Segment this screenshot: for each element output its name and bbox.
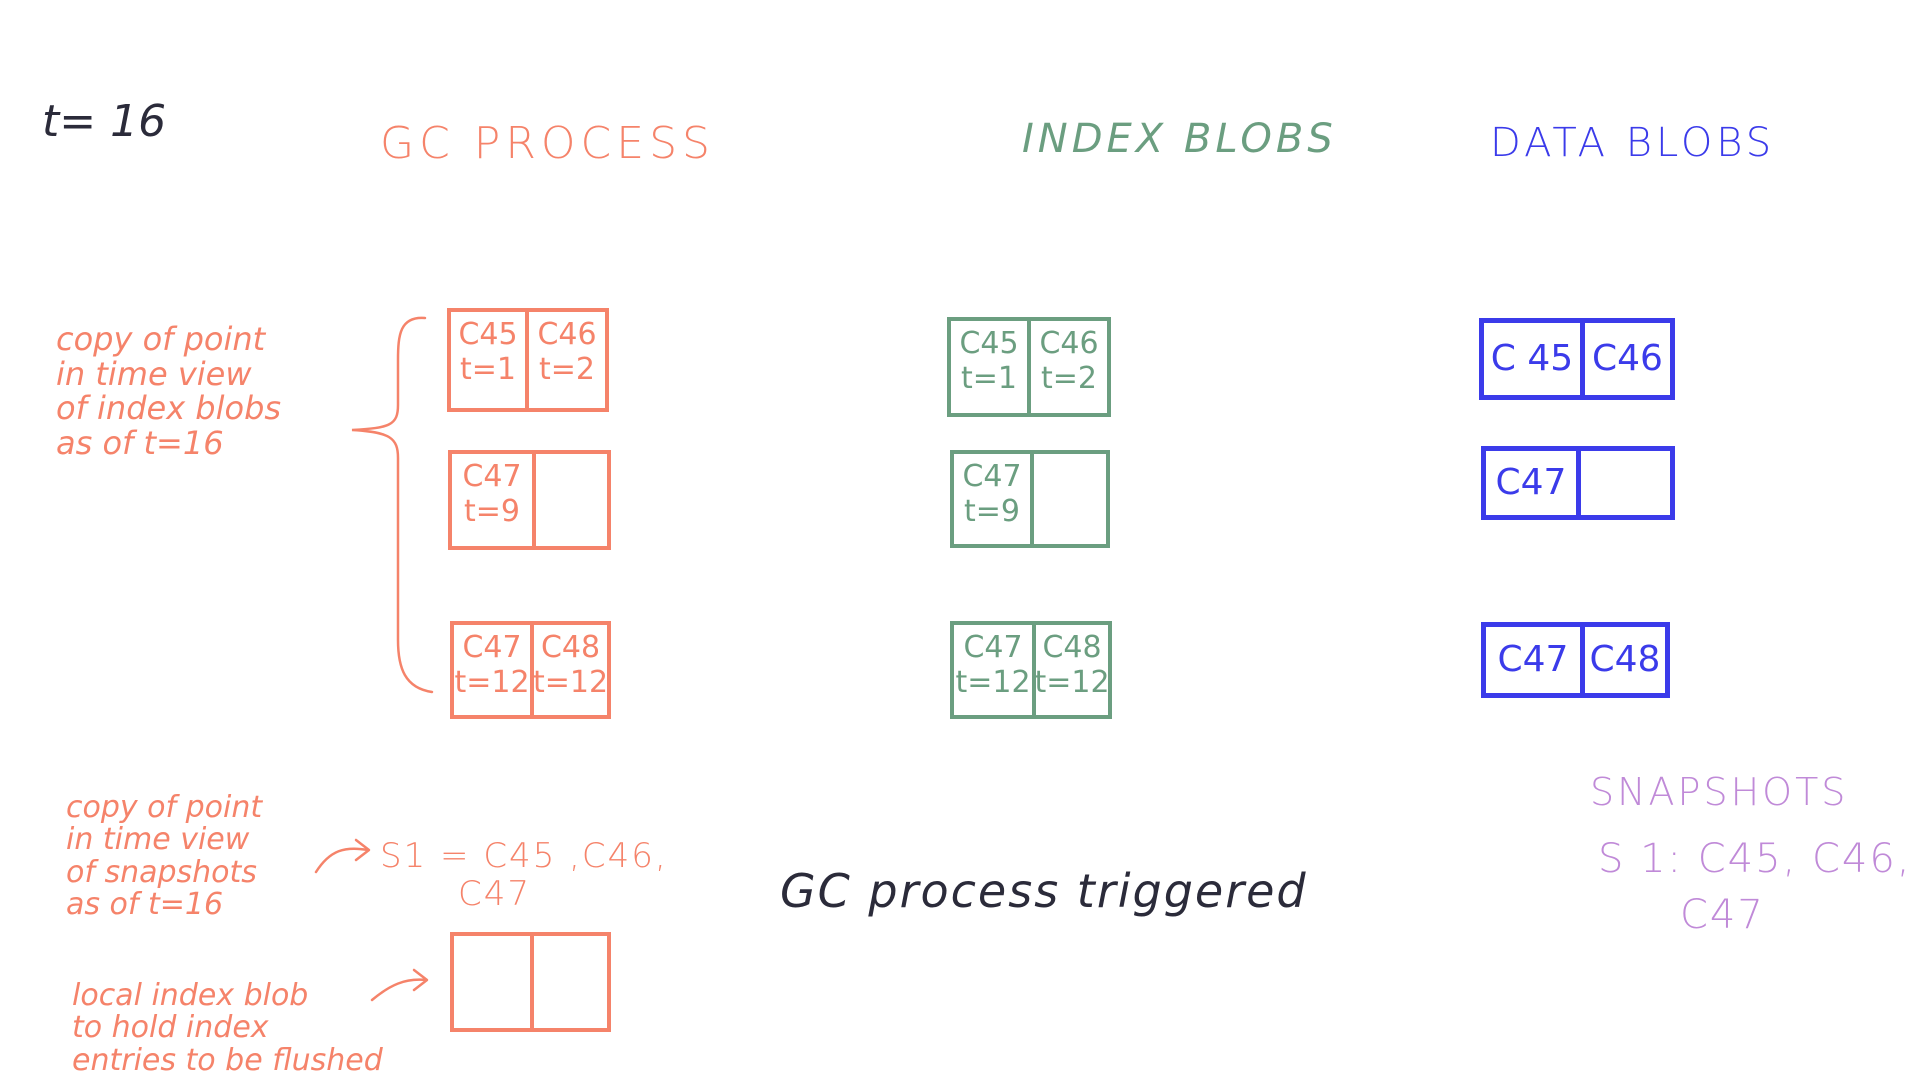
gc-blob-3: C47 t=12 C48 t=12 — [450, 621, 611, 719]
center-caption: GC process triggered — [780, 864, 1308, 918]
gc-blob-3-left: C47 t=12 — [454, 625, 530, 715]
index-blob-1-divider — [1027, 321, 1031, 413]
header-index-blobs: INDEX BLOBS — [1022, 116, 1337, 162]
gc-blob-1-right: C46 t=2 — [529, 312, 605, 408]
data-blob-3-right: C48 — [1585, 627, 1665, 693]
arrow-to-snapshot-copy — [314, 847, 370, 874]
snapshots-line1: S 1: C45, C46, — [1598, 836, 1912, 882]
gc-blob-3-left-t: t=12 — [454, 664, 530, 700]
gc-snapshot-copy-line1: S1 = C45 ,C46, — [380, 836, 668, 876]
gc-blob-2-left-t: t=9 — [464, 493, 520, 529]
index-blob-1-left: C45 t=1 — [951, 321, 1027, 413]
data-blob-1: C 45 C46 — [1479, 318, 1675, 400]
gc-blob-3-right-t: t=12 — [532, 664, 609, 700]
gc-blob-1-right-t: t=2 — [539, 351, 595, 387]
gc-blob-1: C45 t=1 C46 t=2 — [447, 308, 609, 412]
snapshots-title: SNAPSHOTS — [1590, 770, 1849, 814]
index-blob-1-left-t: t=1 — [961, 360, 1017, 396]
index-blob-3: C47 t=12 C48 t=12 — [950, 621, 1112, 719]
data-blob-3-left-id: C47 — [1497, 639, 1569, 681]
gc-blob-3-left-id: C47 — [462, 630, 522, 665]
index-blob-3-left-id: C47 — [963, 630, 1023, 665]
index-blob-2: C47 t=9 — [950, 450, 1110, 548]
gc-snapshot-copy-line2: C47 — [458, 874, 532, 914]
header-gc-process: GC PROCESS — [380, 118, 715, 169]
data-blob-2-divider — [1576, 451, 1581, 515]
index-blob-3-divider — [1032, 625, 1036, 715]
index-blob-2-left: C47 t=9 — [954, 454, 1030, 544]
data-blob-2-right — [1581, 451, 1670, 515]
gc-local-index-blob-divider — [530, 936, 534, 1028]
gc-blob-1-divider — [525, 312, 529, 408]
index-blob-3-right-t: t=12 — [1034, 664, 1110, 700]
data-blob-1-left: C 45 — [1484, 323, 1580, 395]
note-index-copy: copy of point in time view of index blob… — [56, 320, 282, 462]
index-blob-1-right-t: t=2 — [1041, 360, 1097, 396]
data-blob-1-left-id: C 45 — [1490, 338, 1574, 380]
arrow-to-snapshot-copy-head — [354, 838, 371, 862]
gc-blob-3-divider — [530, 625, 534, 715]
gc-blob-1-left-t: t=1 — [460, 351, 516, 387]
gc-blob-2-divider — [532, 454, 536, 546]
index-blob-2-divider — [1030, 454, 1034, 544]
index-blob-1: C45 t=1 C46 t=2 — [947, 317, 1111, 417]
data-blob-2: C47 — [1481, 446, 1675, 520]
data-blob-3-right-id: C48 — [1589, 639, 1661, 681]
index-blob-3-left: C47 t=12 — [954, 625, 1032, 715]
time-label: t= 16 — [42, 96, 167, 147]
index-blob-2-left-t: t=9 — [964, 493, 1020, 529]
data-blob-3-divider — [1580, 627, 1585, 693]
index-blob-3-right: C48 t=12 — [1034, 625, 1110, 715]
snapshots-line2: C47 — [1680, 892, 1765, 938]
gc-blob-2-left: C47 t=9 — [452, 454, 532, 546]
gc-local-index-blob — [450, 932, 611, 1032]
data-blob-1-right: C46 — [1585, 323, 1670, 395]
gc-blob-2: C47 t=9 — [448, 450, 611, 550]
brace-curve — [351, 316, 434, 694]
index-blob-3-right-id: C48 — [1042, 630, 1102, 665]
gc-blob-2-left-id: C47 — [462, 459, 522, 494]
data-blob-1-divider — [1580, 323, 1585, 395]
gc-blob-2-right — [536, 454, 607, 546]
note-local-blob: local index blob to hold index entries t… — [72, 978, 383, 1078]
index-blob-3-left-t: t=12 — [955, 664, 1031, 700]
index-blob-2-left-id: C47 — [962, 459, 1022, 494]
gc-blob-1-left-id: C45 — [458, 317, 518, 352]
gc-blob-1-left: C45 t=1 — [451, 312, 525, 408]
data-blob-2-left-id: C47 — [1495, 462, 1567, 504]
header-data-blobs: DATA BLOBS — [1490, 120, 1776, 166]
data-blob-3-left: C47 — [1486, 627, 1580, 693]
index-blob-1-left-id: C45 — [959, 326, 1019, 361]
data-blob-3: C47 C48 — [1481, 622, 1670, 698]
index-blob-1-right-id: C46 — [1039, 326, 1099, 361]
gc-blob-1-right-id: C46 — [537, 317, 597, 352]
note-snapshot-copy: copy of point in time view of snapshots … — [66, 790, 263, 923]
gc-blob-3-right-id: C48 — [540, 630, 601, 665]
index-blob-1-right: C46 t=2 — [1031, 321, 1107, 413]
gc-blob-3-right: C48 t=12 — [532, 625, 609, 715]
data-blob-2-left: C47 — [1486, 451, 1576, 515]
data-blob-1-right-id: C46 — [1592, 338, 1663, 380]
index-blob-2-right — [1034, 454, 1106, 544]
arrow-to-local-blob-head — [412, 968, 429, 992]
